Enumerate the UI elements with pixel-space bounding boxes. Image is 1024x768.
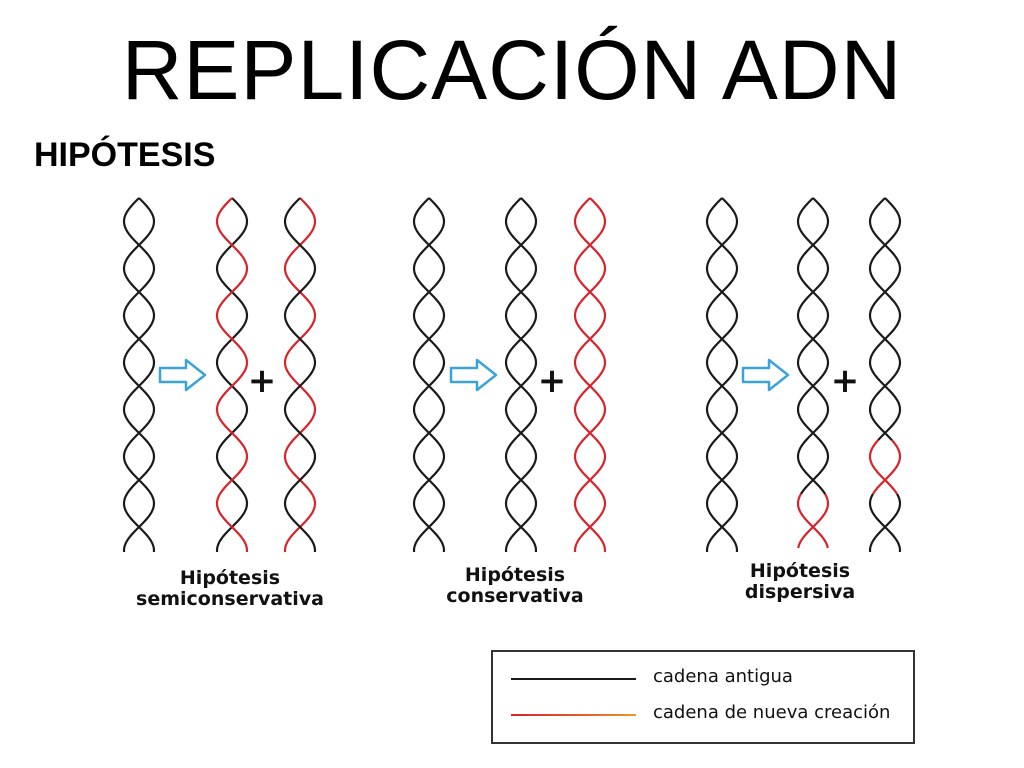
- helix-daughter-1a-strand-a-0: [215, 197, 249, 553]
- arrow-icon-1: [158, 358, 207, 392]
- helix-daughter-2b-strand-b-0: [573, 197, 607, 553]
- helix-daughter-3a-strand-a-1: [797, 493, 830, 549]
- legend-new-line: [511, 714, 636, 716]
- helix-parent-3-strand-a-0: [705, 197, 739, 553]
- label-semiconservative-line2: semiconservativa: [136, 588, 324, 610]
- label-conservative: Hipótesis conservativa: [425, 565, 605, 607]
- helix-daughter-3a-strand-b-1: [796, 493, 829, 549]
- helix-daughter-2b-strand-a-0: [573, 197, 607, 553]
- helix-daughter-3b-strand-b-1: [871, 439, 902, 495]
- legend: cadena antigua cadena de nueva creación: [491, 650, 915, 744]
- helix-daughter-2a-strand-a-0: [504, 197, 538, 553]
- helix-daughter-3b-strand-a-2: [868, 493, 902, 553]
- page-title: REPLICACIÓN ADN: [121, 23, 903, 117]
- label-conservative-line1: Hipótesis: [464, 564, 566, 586]
- helix-daughter-3a-strand-a-0: [796, 197, 830, 495]
- helix-parent-1-strand-b-0: [122, 197, 156, 553]
- helix-daughter-1a-strand-b-0: [215, 197, 249, 553]
- plus-sign-1: +: [248, 361, 277, 401]
- label-dispersive-line1: Hipótesis: [749, 560, 851, 582]
- helix-parent-1-strand-a-0: [122, 197, 156, 553]
- helix-daughter-3b-strand-a-0: [868, 197, 902, 441]
- label-semiconservative-line1: Hipótesis: [179, 567, 281, 589]
- helix-daughter-3a-strand-b-0: [796, 197, 830, 495]
- plus-sign-3: +: [831, 361, 860, 401]
- label-semiconservative: Hipótesis semiconservativa: [125, 568, 335, 610]
- helix-parent-2-strand-b-0: [412, 197, 446, 553]
- helix-daughter-2a-strand-b-0: [504, 197, 538, 553]
- page-subtitle: HIPÓTESIS: [34, 136, 216, 174]
- label-dispersive: Hipótesis dispersiva: [720, 561, 880, 603]
- helix-daughter-3b-strand-b-0: [868, 197, 902, 441]
- plus-sign-2: +: [538, 361, 567, 401]
- helix-parent-3-strand-b-0: [705, 197, 739, 553]
- helix-daughter-3b-strand-a-1: [868, 439, 899, 495]
- arrow-icon-2: [449, 358, 498, 392]
- helix-parent-2-strand-a-0: [412, 197, 446, 553]
- arrow-icon-3: [741, 358, 790, 392]
- helix-daughter-1b-strand-b-0: [283, 197, 317, 553]
- label-dispersive-line2: dispersiva: [744, 581, 856, 603]
- label-conservative-line2: conservativa: [446, 585, 584, 607]
- legend-new-text: cadena de nueva creación: [653, 702, 891, 723]
- legend-old-line: [511, 678, 636, 680]
- helix-daughter-1b-strand-a-0: [283, 197, 317, 553]
- helix-daughter-3b-strand-b-2: [868, 493, 902, 553]
- legend-old-text: cadena antigua: [653, 666, 793, 687]
